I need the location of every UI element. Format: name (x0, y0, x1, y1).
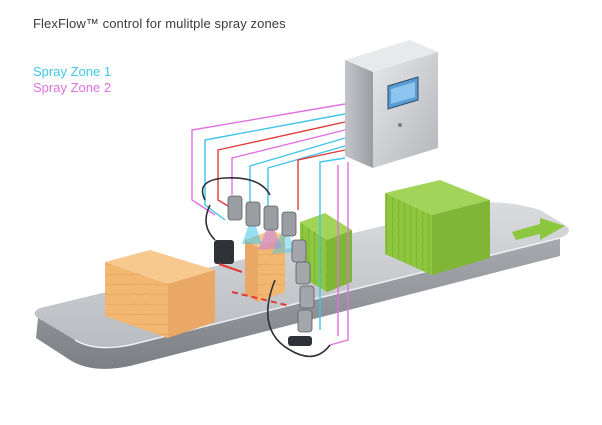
arrow-right-icon (512, 218, 565, 240)
legend-spray-zone-2: Spray Zone 2 (33, 80, 112, 95)
box-sprayed-finished (385, 180, 490, 275)
wire-zone1-2 (249, 137, 346, 215)
wire-zone1-3 (267, 145, 346, 220)
wire-zone2-1 (191, 103, 346, 216)
spray-nozzle-base-icon (214, 240, 234, 264)
wire-zone1-4 (319, 157, 346, 330)
spray-fan-zone2 (258, 220, 282, 250)
spray-fans (242, 215, 296, 254)
control-cabinet-icon (345, 40, 438, 168)
wire-zone1-1 (204, 113, 346, 221)
conveyor-belt-edge (74, 237, 561, 349)
nozzle-foot (288, 336, 312, 346)
spray-fan-zone1 (242, 215, 262, 244)
diagram-title: FlexFlow™ control for mulitple spray zon… (33, 16, 286, 31)
spray-manifold (201, 177, 331, 358)
wire-zone2-2 (231, 129, 346, 195)
spray-nozzle-icon (227, 195, 297, 237)
wire-zone2-3 (329, 162, 349, 346)
cabinet-lock (398, 123, 402, 127)
box-unsprayed (105, 250, 215, 338)
wire-power-2 (297, 149, 346, 210)
lower-nozzle-column (291, 239, 315, 333)
spray-fan-zone1-b (272, 224, 296, 254)
legend-spray-zone-1: Spray Zone 1 (33, 64, 112, 79)
